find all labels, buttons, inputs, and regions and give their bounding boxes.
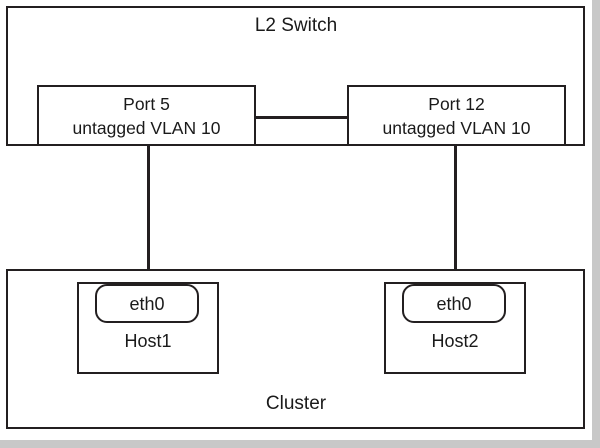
- cluster-title: Cluster: [265, 393, 327, 414]
- host2-eth0-interface: eth0: [402, 284, 506, 323]
- link-port12-to-host2-eth0: [454, 144, 457, 286]
- port-5-vlan: untagged VLAN 10: [72, 117, 221, 138]
- host1-eth0-interface: eth0: [95, 284, 199, 323]
- link-port5-to-port12: [255, 116, 348, 119]
- host1-label: Host1: [124, 331, 172, 351]
- port-12-vlan: untagged VLAN 10: [382, 117, 531, 138]
- diagram-page: L2 Switch Port 5 untagged VLAN 10 Port 1…: [0, 0, 592, 440]
- port-5-box: Port 5 untagged VLAN 10: [37, 85, 256, 146]
- port-12-name: Port 12: [428, 94, 485, 114]
- port-12-label: Port 12 untagged VLAN 10: [349, 93, 564, 140]
- port-5-name: Port 5: [123, 94, 170, 114]
- link-port5-to-host1-eth0: [147, 144, 150, 286]
- host2-label: Host2: [431, 331, 479, 351]
- host2-eth0-label: eth0: [436, 294, 472, 314]
- host1-eth0-label: eth0: [129, 294, 165, 314]
- port-12-box: Port 12 untagged VLAN 10: [347, 85, 566, 146]
- port-5-label: Port 5 untagged VLAN 10: [39, 93, 254, 140]
- l2-switch-title: L2 Switch: [254, 15, 338, 36]
